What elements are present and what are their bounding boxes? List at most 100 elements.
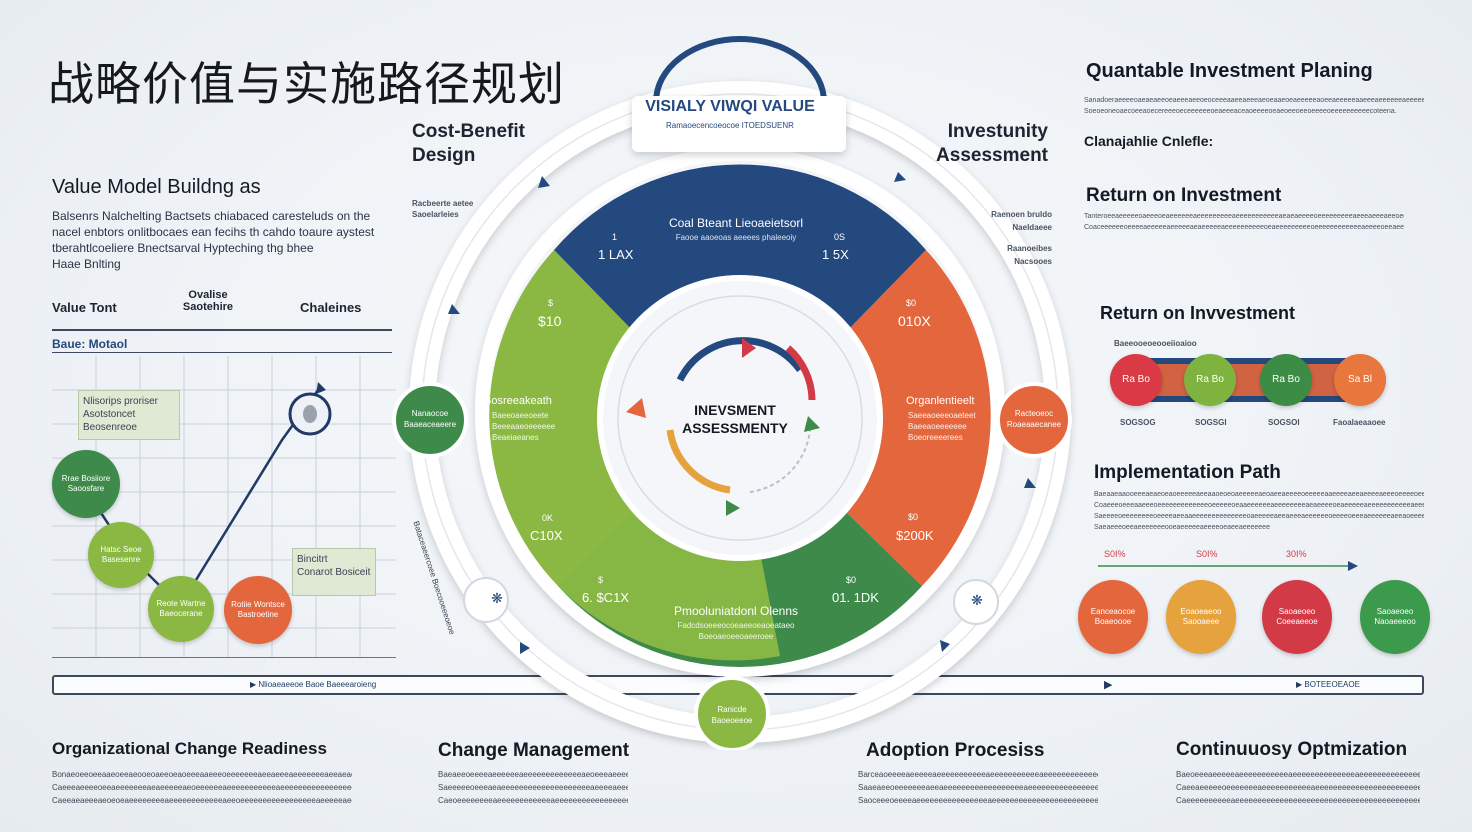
left-desc-line: Haae Bnlting xyxy=(52,257,121,271)
core-title-line: INEVSMENT xyxy=(694,402,776,418)
right-bubble-text: Racteoeoc Roaeaaecanee xyxy=(1000,408,1068,430)
top-right-value: 1 5X xyxy=(822,247,849,262)
bottom-desc-line: Caeeeeeeeeeeaeeeeeeeeeeeeeeeeeeeeeeeeeee… xyxy=(1176,796,1420,805)
page-title: 战略价值与实施路径规划 xyxy=(48,57,565,111)
roi-heading: Return on Investment xyxy=(1086,185,1282,206)
roi-desc-line: Tanteroeeaeeeeeoaeeeoeaeeeeeeaeeeeeeeeea… xyxy=(1084,213,1404,220)
right-segment-title: Organlentieelt xyxy=(906,395,975,407)
left-desc-line: tberahtlcoeliere Bnectsarval Hypteching … xyxy=(52,241,314,255)
left-low-symbol: 0K xyxy=(542,513,554,523)
path-node[interactable]: Eanceaocoe Boaeoooe xyxy=(1078,580,1148,654)
bottom-description: Barceaoeeeeaeeeeeaeeeeeeeeeeeaeeeeeeeeee… xyxy=(858,768,1098,807)
path-node[interactable]: Eoaoeaeoo Saooaeee xyxy=(1166,580,1236,654)
top-right-symbol: 0S xyxy=(834,232,846,242)
roi-node-label: SOGSOI xyxy=(1268,418,1300,427)
bottom-segment-title: Pmooluniatdonl Olenns xyxy=(673,604,799,618)
model-node[interactable]: Reote Wartne Baeocerane xyxy=(148,576,214,642)
bottom-desc-line: Baeoeeeaeeeeeaeeeeeeeeeeeaeeeeeeeeeeeeee… xyxy=(1176,770,1420,779)
bottom-desc-line: Bonaeoeeoeeaaeoeeaeooeoaeeoeaoeeeaaeeeoe… xyxy=(52,770,352,779)
impl-heading: Implementation Path xyxy=(1094,462,1281,483)
roi-node-label: SOGSGI xyxy=(1195,418,1227,427)
left-segment-sub-line: Beeeaaeoeeeeee xyxy=(492,422,556,431)
path-value: 30I% xyxy=(1286,549,1307,559)
left-desc-line: nacel enbtors onlitbocaes ean fecihs th … xyxy=(52,225,375,239)
model-node[interactable]: Rrae Bosiiore Saoosfare xyxy=(52,450,120,518)
brain-icon-left: ❋ xyxy=(491,590,503,606)
bottom-desc-line: Barceaoeeeeaeeeeeaeeeeeeeeeeeaeeeeeeeeee… xyxy=(858,770,1098,779)
bottom-description: Bonaeoeeoeeaaeoeeaeooeoaeeoeaoeeeaaeeeoe… xyxy=(52,768,352,807)
left-bubble-text: Nanaocoe Baaeaceaeere xyxy=(396,408,464,430)
path-node[interactable]: Saoaeoeo Naoaeeeoo xyxy=(1360,580,1430,654)
bottom-desc-line: Saaeaeeoeeeeeeeaeeaeeeeeeeeeeeeeeeeeeaee… xyxy=(858,783,1098,792)
visual-value-label: VISIALY VIWQI VALUE xyxy=(645,98,815,115)
col-ovalise: Ovalise Saotehire xyxy=(176,289,240,313)
top-segment-sub: Faooe aaoeoas aeeees phaleeoiy xyxy=(675,233,797,242)
bottom-bubble-text: Ranicde Baoeoeeoe xyxy=(698,704,766,726)
path-node[interactable]: Saoaeoeo Coeeaeeoe xyxy=(1262,580,1332,654)
grid-box-bincitrt: Bincitrt Conarot Bosiceit xyxy=(292,548,376,596)
cost-benefit-sub-line: Racbeerte aetee xyxy=(412,199,474,208)
grid-box-line: Asotstoncet Beosenreoe xyxy=(83,409,137,433)
bottom-bubble-line: Ranicde xyxy=(717,705,747,714)
brain-icon-right: ❋ xyxy=(971,592,983,608)
left-desc-line: Balsenrs Nalchelting Bactsets chiabaced … xyxy=(52,209,371,223)
roi-node[interactable]: Ra Bo xyxy=(1184,354,1236,406)
roi-desc-line: Coaceeeeeeoeeeeaeeeeeaeeeeeaeaeeeeeaeeee… xyxy=(1084,224,1404,231)
investunity-sub-line: Raenoen bruldo xyxy=(991,210,1052,219)
right-segment-symbol: $0 xyxy=(906,298,917,308)
left-heading: Value Model Buildng as xyxy=(52,176,261,198)
impl-description: Baeaaeaaooeeeaeaeoeaoeeeeeaeeaaoeoeoaeee… xyxy=(1094,489,1424,533)
investunity-sub-line: Naeldaeee xyxy=(1012,223,1052,232)
top-segment-title: Coal Bteant Lieoaeietsorl xyxy=(668,216,804,230)
roi-node-label: Faoalaeaaoee xyxy=(1333,418,1386,427)
top-left-symbol: 1 xyxy=(612,232,618,242)
timeline-arrow-icon: ▶ xyxy=(1104,679,1113,691)
bottom-desc-line: Saoceeeoeeeeaeeeeeeeeeeeeeeeeaeeeeeeeeee… xyxy=(858,796,1098,805)
investunity-sub-line: Nacsooes xyxy=(1014,257,1052,266)
left-segment-sub-line: Baeeoaeeoeete xyxy=(492,411,549,420)
left-description: Balsenrs Nalchelting Bactsets chiabaced … xyxy=(52,208,382,272)
bottom-desc-line: Saeeeeeoeeeaeaeeeeeeeeeeeeeeeeeeeeaeeeea… xyxy=(438,783,628,792)
model-node[interactable]: Rotiie Wontsce Bastroetine xyxy=(224,576,292,644)
core-title-line: ASSESSMENTY xyxy=(682,420,788,436)
roi2-heading: Return on Invvestment xyxy=(1100,303,1296,323)
col-chaleines: Chaleines xyxy=(300,300,362,315)
right-low-symbol: $0 xyxy=(908,512,919,522)
left-segment-sub-line: Beaeiaeanes xyxy=(492,433,539,442)
bottom-left-value: 6. $C1X xyxy=(582,590,629,605)
header-divider xyxy=(52,329,392,331)
model-node[interactable]: Hatsc Seoe Basesenre xyxy=(88,522,154,588)
bottom-heading: Organizational Change Readiness xyxy=(52,739,327,758)
col-ovalise-line: Ovalise xyxy=(188,289,228,301)
timeline-right-text: BOTEEOEAOE xyxy=(1304,680,1360,689)
timeline-left-label: ▶ Nlioaeaeeoe Baoe Baeeearoieng xyxy=(250,680,377,689)
bottom-left-symbol: $ xyxy=(598,575,604,585)
cost-benefit-sub: Racbeerte aetee Saoelarleies xyxy=(412,198,473,220)
left-low-value: C10X xyxy=(530,528,563,543)
roi-node[interactable]: Sa Bl xyxy=(1334,354,1386,406)
bottom-bubble-line: Baoeoeeoe xyxy=(711,716,753,725)
investunity-sub-line: Raanoeibes xyxy=(1007,244,1052,253)
bottom-desc-line: Caeeaeaeeeaeoeoeaeeeeeeeeaeeeeeeeeeeeeae… xyxy=(52,796,352,805)
roi-node[interactable]: Ra Bo xyxy=(1260,354,1312,406)
top-left-value: 1 LAX xyxy=(598,247,634,262)
left-segment-sub: Baeeoaeeoeete Beeeaaeoeeeeee Beaeiaeanes xyxy=(492,410,555,443)
grid-box-line: Conarot Bosiceit xyxy=(297,567,371,578)
left-segment-symbol: $ xyxy=(548,298,554,308)
timeline-right-label: ▶ BOTEEOEAOE xyxy=(1296,680,1360,689)
bottom-right-symbol: $0 xyxy=(846,575,857,585)
bottom-segment-sub: Fadcdsoeeeocoeaeeoeaoeataeo Boeoaeoeeoae… xyxy=(628,620,844,642)
bottom-desc-line: Caeeaeeeeeoeeeeeeeaeeeeeeeeeeeaeeeeeeeee… xyxy=(1176,783,1420,792)
section-label: Baue: Motaol xyxy=(52,337,128,351)
roi-node[interactable]: Ra Bo xyxy=(1110,354,1162,406)
right-segment-value: 010X xyxy=(898,313,931,329)
left-segment-title: Bosreeakeath xyxy=(484,395,552,407)
left-bubble-line: Nanaocoe xyxy=(411,409,449,418)
right-segment-sub: Saeeaoeeeoaeteet Baeeaoeeeeeee Boeoreeee… xyxy=(908,410,976,443)
impl-desc-line: Coaeeeoeeeaaeeeoeeeeeeeeeeeeeoeeeeeoeaae… xyxy=(1094,502,1424,509)
bottom-heading: Adoption Procesiss xyxy=(866,740,1045,761)
bottom-heading: Change Management xyxy=(438,740,630,761)
right-segment-sub-line: Saeeaoeeeoaeteet xyxy=(908,411,976,420)
bottom-desc-line: Baeaeeoeeeeaeeeeeeaeeeeeeeeeeeeeaeoeeeae… xyxy=(438,770,628,779)
col-value-tont: Value Tont xyxy=(52,300,117,315)
